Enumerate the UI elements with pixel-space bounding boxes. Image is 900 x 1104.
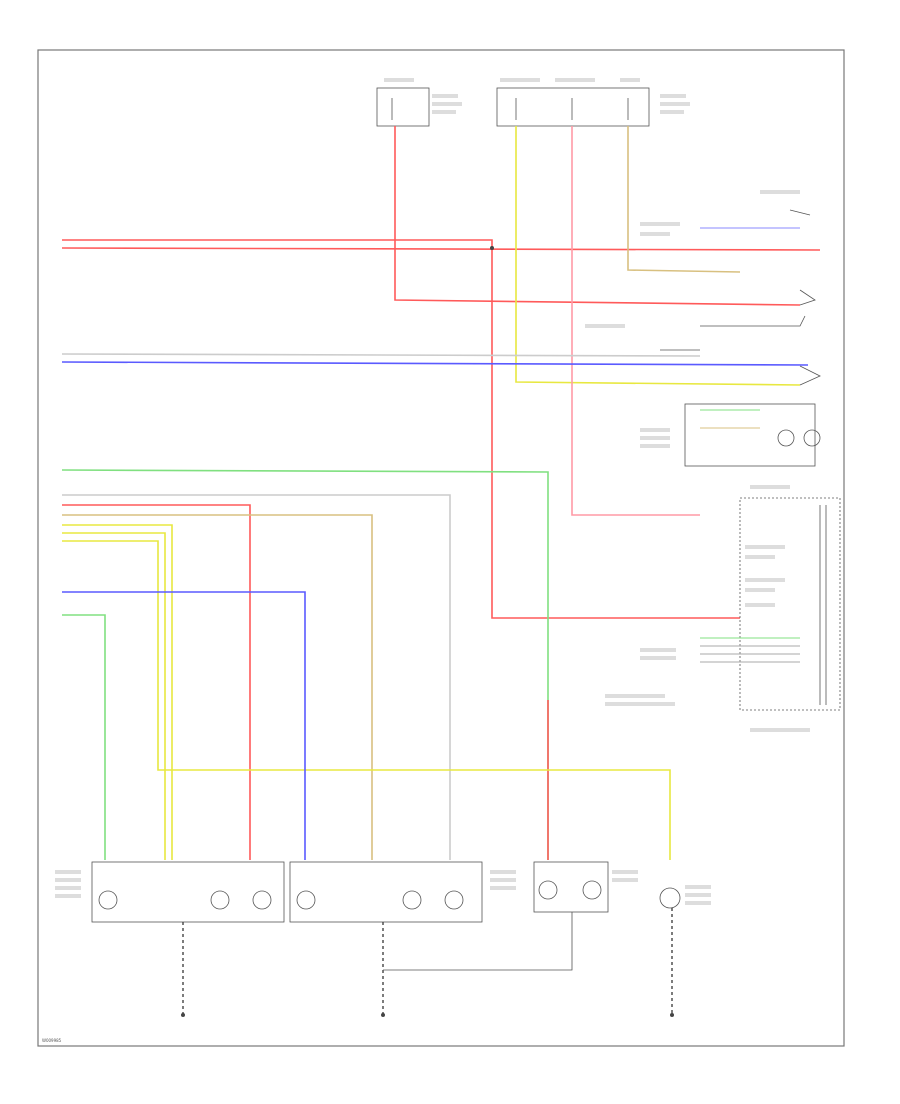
lamp-icon (210, 890, 230, 910)
wire-red-fuse-feed (394, 126, 801, 306)
lamp-assembly-right (640, 403, 821, 467)
fuse-box-left (376, 78, 462, 127)
ground-point-icon (670, 1013, 674, 1017)
wire-blue-upper (61, 361, 809, 366)
fuse-box-center (496, 78, 690, 127)
wire-yellow-bundle-2 (62, 532, 166, 860)
cluster-left (55, 861, 285, 923)
lamp-icon (659, 887, 681, 909)
wire-red-upper-2 (61, 247, 821, 251)
wire-yellow-bundle-1 (62, 524, 173, 860)
meter-assembly (605, 485, 841, 732)
connector-stubs-upper (640, 222, 800, 236)
lamp-bottom-right (659, 885, 711, 909)
wire-tan-right (627, 126, 741, 273)
cluster-center (289, 861, 516, 923)
lamp-icon (538, 880, 558, 900)
lamp-icon (582, 880, 602, 900)
switch-mid-right (585, 289, 821, 386)
wire-pink-bundle (62, 504, 251, 860)
switch-upper-right (760, 190, 811, 216)
lamp-icon (98, 890, 118, 910)
diagram-frame (37, 49, 845, 1047)
ground-point-icon (381, 1013, 385, 1017)
ground-point-icon (181, 1013, 185, 1017)
wire-pink-center (571, 126, 700, 516)
lamp-icon (402, 890, 422, 910)
lamp-icon (252, 890, 272, 910)
wire-green-lower (62, 614, 106, 860)
wire-light-upper (61, 353, 701, 357)
wire-light-bundle (62, 494, 451, 860)
lamp-icon (444, 890, 464, 910)
wire-yellow-center (515, 126, 801, 386)
splice-dot (490, 246, 494, 250)
wire-tan-bundle (62, 514, 373, 860)
wire-red-upper-1 (62, 239, 800, 619)
ground-link (383, 912, 573, 971)
wire-blue-lower (62, 591, 306, 860)
lamp-icon (296, 890, 316, 910)
cluster-right (533, 861, 638, 913)
corner-code: W009985 (42, 1038, 62, 1043)
wire-yellow-bundle-3 (62, 540, 671, 860)
